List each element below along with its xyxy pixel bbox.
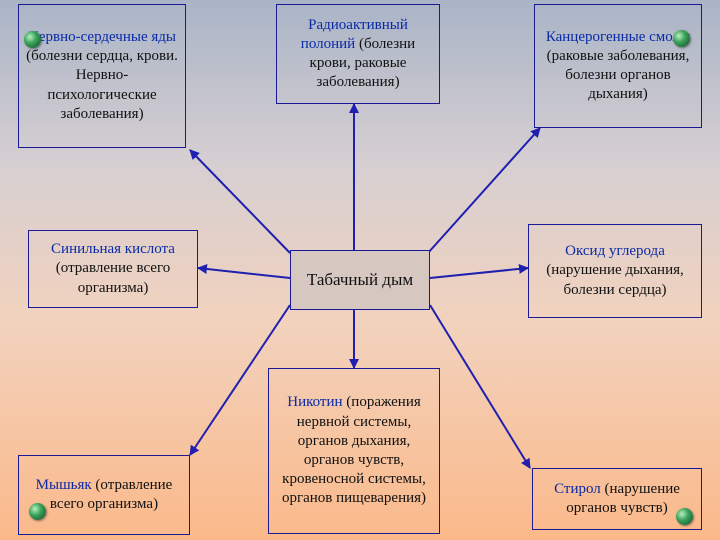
green-globe-bullet-icon xyxy=(24,31,41,48)
node-arsenic-desc: (отравление всего организма) xyxy=(49,476,173,512)
arrow-to-heart-poisons xyxy=(189,149,291,254)
node-carbon-monoxide-desc: (нарушение дыхания, болезни сердца) xyxy=(546,262,684,298)
node-hydrocyanic-acid-title: Синильная кислота xyxy=(51,241,175,258)
node-nicotine-title: Никотин xyxy=(287,394,343,411)
node-nicotine-desc: (поражения нервной системы, органов дыха… xyxy=(281,394,427,507)
node-styrene: Стирол (нарушение органов чувств) xyxy=(532,468,702,530)
node-heart-poisons-desc: (болезни сердца, крови. Нервно-психологи… xyxy=(26,48,178,122)
node-styrene-title: Стирол xyxy=(554,480,601,497)
node-arsenic: Мышьяк (отравление всего организма) xyxy=(18,455,190,535)
node-hydrocyanic-acid-desc: (отравление всего организма) xyxy=(55,260,171,296)
node-polonium-title: Радиоактивный полоний xyxy=(300,16,408,52)
node-styrene-desc: (нарушение органов чувств) xyxy=(566,480,680,516)
green-globe-bullet-icon xyxy=(673,30,690,47)
arrow-to-arsenic xyxy=(189,304,291,456)
node-polonium: Радиоактивный полоний (болезни крови, ра… xyxy=(276,4,440,104)
node-heart-poisons: Нервно-сердечные яды (болезни сердца, кр… xyxy=(18,4,186,148)
center-title: Табачный дым xyxy=(306,270,414,290)
arrow-to-styrene xyxy=(429,304,531,469)
arrow-to-carbon-monoxide xyxy=(429,263,529,279)
green-globe-bullet-icon xyxy=(676,508,693,525)
node-heart-poisons-title: Нервно-сердечные яды xyxy=(28,29,176,46)
node-tobacco-smoke: Табачный дым xyxy=(290,250,430,310)
arrow-to-hydrocyanic xyxy=(197,264,291,279)
node-nicotine: Никотин (поражения нервной системы, орга… xyxy=(268,368,440,534)
arrow-to-resins xyxy=(427,127,541,254)
node-polonium-desc: (болезни крови, раковые заболевания) xyxy=(309,35,416,91)
node-hydrocyanic-acid: Синильная кислота (отравление всего орга… xyxy=(28,230,198,308)
green-globe-bullet-icon xyxy=(29,503,46,520)
node-resins-title: Канцерогенные смолы xyxy=(545,28,691,45)
node-arsenic-title: Мышьяк xyxy=(35,476,92,493)
node-resins: Канцерогенные смолы (раковые заболевания… xyxy=(534,4,702,128)
node-resins-desc: (раковые заболевания, болезни органов ды… xyxy=(546,47,690,103)
node-carbon-monoxide: Оксид углерода (нарушение дыхания, болез… xyxy=(528,224,702,318)
node-carbon-monoxide-title: Оксид углерода xyxy=(565,243,665,260)
